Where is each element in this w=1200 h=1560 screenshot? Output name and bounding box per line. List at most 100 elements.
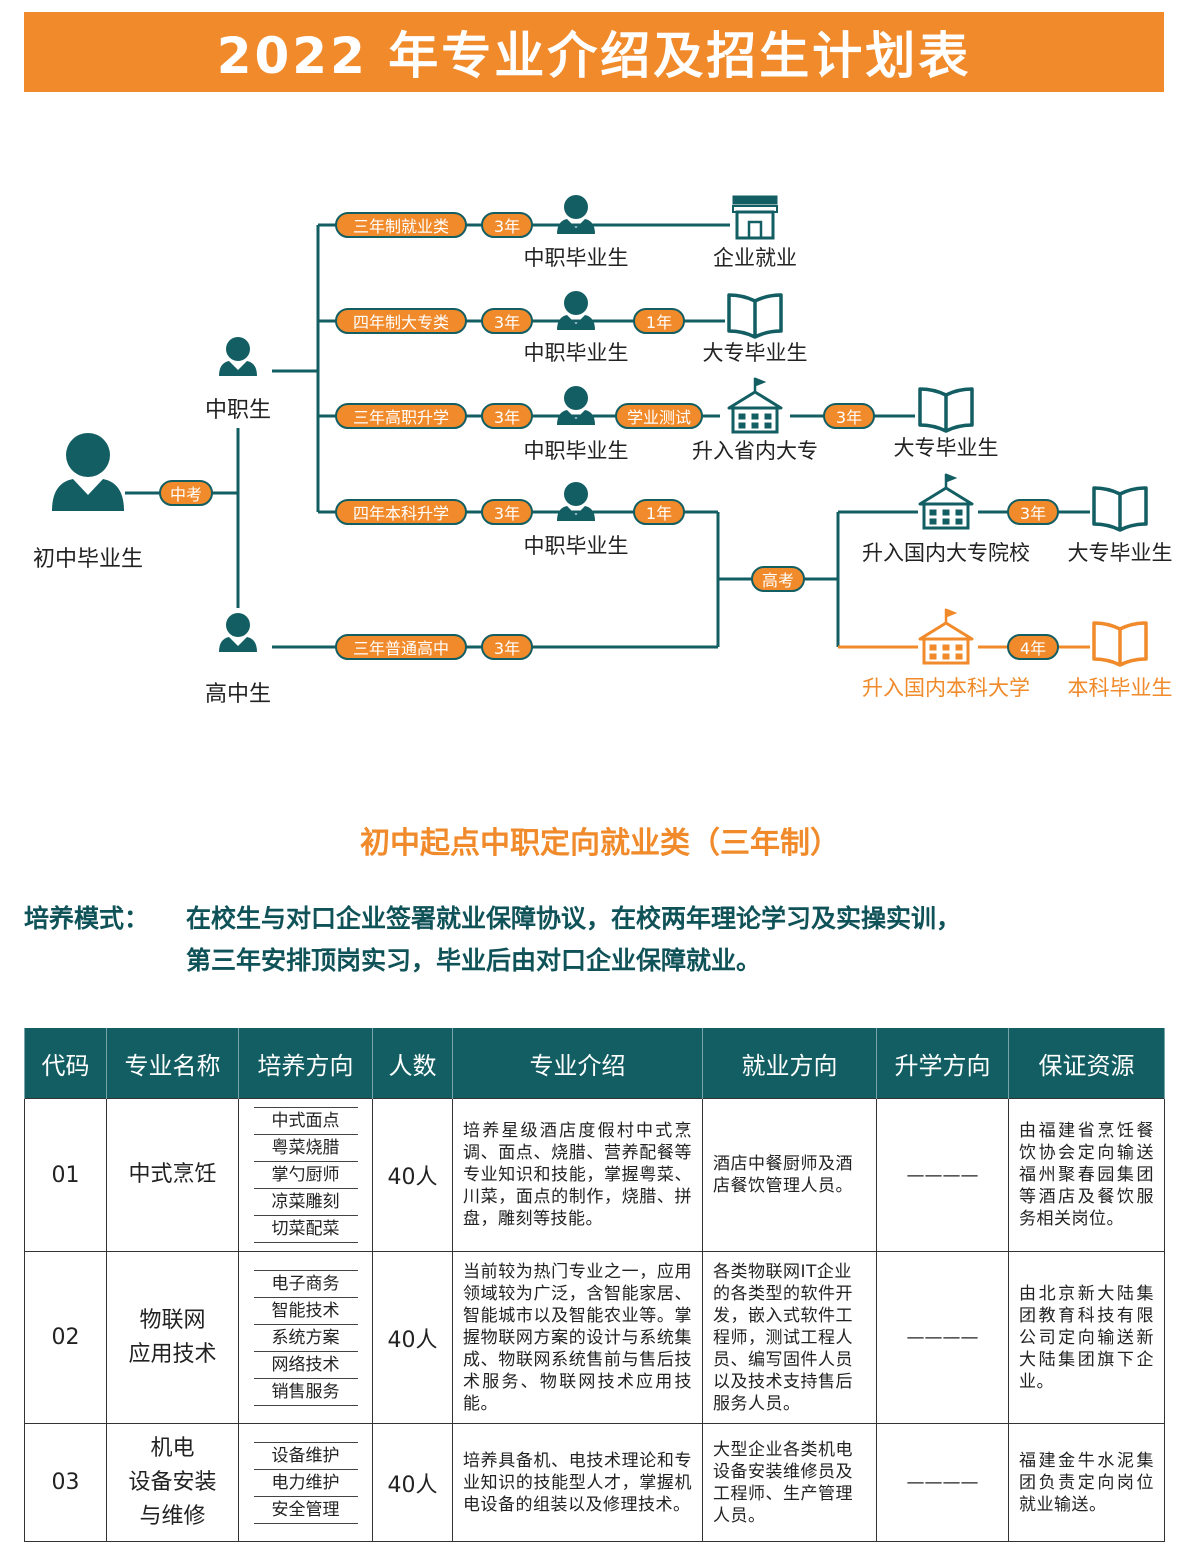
table-row: 03 机电 设备安装 与维修 设备维护 电力维护 安全管理 40人 培养具备机、… (24, 1423, 1165, 1542)
book-icon (918, 387, 974, 433)
end-label-row-1: 企业就业 (713, 246, 797, 270)
vocational-student-person-icon (219, 337, 257, 376)
cell-intro: 当前较为热门专业之一，应用领域较为广泛，含智能家居、智能城市以及智能农业等。掌握… (452, 1251, 703, 1424)
highschool-student-label: 高中生 (205, 682, 271, 707)
name-line: 与维修 (139, 1503, 206, 1529)
exam-pill-row-3: 学业测试 (615, 403, 703, 429)
training-mode-text-2: 第三年安排顶岗实习，毕业后由对口企业保障就业。 (186, 946, 762, 975)
college-years-pill: 3年 (1007, 499, 1059, 525)
book-icon (1092, 621, 1148, 667)
track-pill-row-3: 三年高职升学 (335, 403, 467, 429)
cell-code: 01 (24, 1098, 107, 1252)
track-label-row-1: 三年制就业类 (353, 217, 449, 236)
school-icon (727, 376, 783, 434)
book-icon (1092, 486, 1148, 532)
cell-job: 酒店中餐厨师及酒店餐饮管理人员。 (702, 1098, 877, 1252)
highschool-years-pill: 3年 (481, 634, 533, 660)
graduate-person-icon (557, 386, 595, 425)
direction-item: 智能技术 (253, 1298, 358, 1325)
name-line: 中式烹饪 (128, 1162, 217, 1187)
extra-years-label-row-2: 1年 (646, 313, 672, 332)
training-mode-text-1: 在校生与对口企业签署就业保障协议，在校两年理论学习及实操实训， (186, 904, 962, 933)
university-icon (918, 607, 974, 665)
direction-item: 销售服务 (253, 1379, 358, 1406)
years-label-row-3: 3年 (494, 408, 520, 427)
training-mode-label: 培养模式： (24, 904, 150, 933)
university-years-pill: 4年 (1007, 634, 1059, 660)
store-icon (731, 194, 779, 240)
extra-years-pill-row-4: 1年 (633, 499, 685, 525)
start-label: 初中毕业生 (33, 547, 143, 572)
direction-item: 电子商务 (253, 1269, 358, 1298)
cell-directions: 电子商务 智能技术 系统方案 网络技术 销售服务 (238, 1251, 373, 1424)
name-line: 应用技术 (128, 1341, 217, 1367)
page-title-banner: 2022 年专业介绍及招生计划表 (24, 12, 1164, 92)
direction-item: 设备维护 (253, 1441, 358, 1470)
track-pill-row-2: 四年制大专类 (335, 308, 467, 334)
header-job: 就业方向 (702, 1028, 877, 1099)
cell-intro: 培养具备机、电技术理论和专业知识的技能型人才，掌握机电设备的组装以及修理技术。 (452, 1423, 703, 1542)
graduate-person-icon (557, 195, 595, 234)
highschool-student-person-icon (219, 613, 257, 652)
header-resource: 保证资源 (1008, 1028, 1165, 1099)
years-label-row-2: 3年 (494, 313, 520, 332)
cell-job: 大型企业各类机电设备安装维修员及工程师、生产管理人员。 (702, 1423, 877, 1542)
highschool-track-pill: 三年普通高中 (335, 634, 467, 660)
cell-edu: ———— (876, 1251, 1009, 1424)
extra-years-pill-row-2: 1年 (633, 308, 685, 334)
direction-item: 切菜配菜 (253, 1216, 358, 1243)
vocational-student-label: 中职生 (205, 398, 271, 423)
track-label-row-4: 四年本科升学 (353, 504, 449, 523)
training-mode-line-1: 培养模式： 在校生与对口企业签署就业保障协议，在校两年理论学习及实操实训， (24, 898, 1174, 940)
graduate-person-icon (557, 482, 595, 521)
years2-pill-row-3: 3年 (823, 403, 875, 429)
cell-code: 03 (24, 1423, 107, 1542)
zhongkao-pill: 中考 (159, 480, 213, 506)
track-label-row-2: 四年制大专类 (353, 313, 449, 332)
cell-name: 机电 设备安装 与维修 (106, 1423, 239, 1542)
cell-name: 物联网 应用技术 (106, 1251, 239, 1424)
college-label: 升入国内大专院校 (862, 541, 1030, 565)
cell-count: 40人 (372, 1098, 453, 1252)
cell-resource: 由北京新大陆集团教育科技有限公司定向输送新大陆集团旗下企业。 (1008, 1251, 1165, 1424)
cell-directions: 设备维护 电力维护 安全管理 (238, 1423, 373, 1542)
years-pill-row-2: 3年 (481, 308, 533, 334)
university-end-label: 本科毕业生 (1068, 676, 1173, 700)
end-label-row-2: 大专毕业生 (703, 341, 808, 365)
graduate-label-row-3: 中职毕业生 (524, 439, 629, 463)
cell-name: 中式烹饪 (106, 1098, 239, 1252)
highschool-track-label: 三年普通高中 (353, 639, 449, 658)
university-years-label: 4年 (1020, 639, 1046, 658)
years2-label-row-3: 3年 (836, 408, 862, 427)
header-code: 代码 (24, 1028, 107, 1099)
graduate-label-row-2: 中职毕业生 (524, 341, 629, 365)
direction-item: 系统方案 (253, 1325, 358, 1352)
table-row: 02 物联网 应用技术 电子商务 智能技术 系统方案 网络技术 销售服务 40人… (24, 1251, 1165, 1424)
book-icon (727, 293, 783, 339)
name-line: 设备安装 (128, 1469, 217, 1495)
education-pathway-diagram: 初中毕业生 中考 中职生 高中生 三年制就业类 3年 中职毕业生 企业就业 四年… (33, 194, 1173, 707)
page-title: 2022 年专业介绍及招生计划表 (216, 27, 972, 85)
gaokao-pill: 高考 (751, 566, 805, 592)
cell-count: 40人 (372, 1423, 453, 1542)
cell-count: 40人 (372, 1251, 453, 1424)
exam-label-row-3: 学业测试 (627, 408, 691, 427)
years-label-row-4: 3年 (494, 504, 520, 523)
header-count: 人数 (372, 1028, 453, 1099)
training-mode: 培养模式： 在校生与对口企业签署就业保障协议，在校两年理论学习及实操实训， 第三年… (24, 898, 1174, 982)
years-label-row-1: 3年 (494, 217, 520, 236)
graduate-label-row-1: 中职毕业生 (524, 246, 629, 270)
direction-item: 掌勺厨师 (253, 1162, 358, 1189)
extra-years-label-row-4: 1年 (646, 504, 672, 523)
track-pill-row-1: 三年制就业类 (335, 212, 467, 238)
table-header-row: 代码 专业名称 培养方向 人数 专业介绍 就业方向 升学方向 保证资源 (24, 1028, 1165, 1099)
name-line: 机电 (150, 1435, 195, 1461)
cell-resource: 福建金牛水泥集团负责定向岗位就业输送。 (1008, 1423, 1165, 1542)
school-label-row-3: 升入省内大专 (692, 439, 818, 463)
cell-edu: ———— (876, 1098, 1009, 1252)
table-row: 01 中式烹饪 中式面点 粤菜烧腊 掌勺厨师 凉菜雕刻 切菜配菜 40人 培养星… (24, 1098, 1165, 1252)
header-name: 专业名称 (106, 1028, 239, 1099)
header-intro: 专业介绍 (452, 1028, 703, 1099)
cell-edu: ———— (876, 1423, 1009, 1542)
cell-directions: 中式面点 粤菜烧腊 掌勺厨师 凉菜雕刻 切菜配菜 (238, 1098, 373, 1252)
